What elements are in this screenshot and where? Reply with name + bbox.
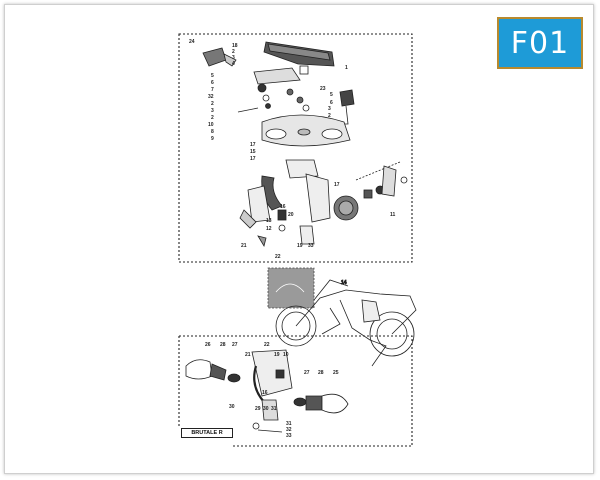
headlight-bracket	[239, 159, 331, 248]
callout-33b: 33	[286, 433, 292, 439]
callout-16b: 16	[262, 390, 268, 396]
page-frame	[4, 4, 594, 474]
callout-21: 21	[241, 243, 247, 249]
callout-8: 8	[211, 129, 214, 135]
motorcycle-overview: 14	[267, 267, 417, 367]
model-label: BRUTALE R	[181, 428, 233, 438]
callout-27: 27	[232, 342, 238, 348]
callout-11: 11	[390, 212, 396, 218]
callout-7: 7	[211, 87, 214, 93]
bottom-group-box	[178, 335, 413, 447]
callout-3: 3	[232, 55, 235, 61]
callout-30b: 30	[263, 406, 269, 412]
callout-21b: 21	[245, 352, 251, 358]
callout-2c: 2	[211, 115, 214, 121]
callout-3b: 3	[211, 108, 214, 114]
callout-24: 24	[189, 39, 195, 45]
callout-1: 1	[345, 65, 348, 71]
lamp-part	[202, 47, 237, 67]
top-group-callouts: 24 18 2 3 4 1 5 6 7 32 2 3 2 10 8 9 23 5…	[189, 39, 396, 260]
callout-31: 31	[271, 406, 277, 412]
callout-26: 26	[205, 342, 211, 348]
top-group-box	[178, 33, 413, 263]
upper-triple-clamp	[261, 114, 351, 147]
callout-5b: 5	[330, 92, 333, 98]
upper-bracket	[237, 67, 355, 125]
callout-16: 16	[280, 204, 286, 210]
callout-32b: 32	[286, 427, 292, 433]
bottom-group-callouts: 26 28 27 22 21 19 10 27 28 25 30 29 30 3…	[205, 342, 339, 439]
callout-18: 18	[232, 43, 238, 49]
callout-3c: 3	[328, 106, 331, 112]
callout-20: 20	[288, 212, 294, 218]
callout-25: 25	[333, 370, 339, 376]
callout-29: 29	[255, 406, 261, 412]
callout-17c: 17	[334, 182, 340, 188]
callout-28: 28	[220, 342, 226, 348]
callout-22b: 22	[264, 342, 270, 348]
callout-10: 10	[208, 122, 214, 128]
callout-12: 12	[266, 226, 272, 232]
callout-33: 33	[308, 243, 314, 249]
callout-19: 19	[297, 243, 303, 249]
callout-17: 17	[250, 142, 256, 148]
callout-22: 22	[275, 254, 281, 260]
callout-13: 13	[266, 218, 272, 224]
callout-17b: 17	[250, 156, 256, 162]
callout-31b: 31	[286, 421, 292, 427]
callout-15: 15	[250, 149, 256, 155]
turn-signal-parts	[185, 349, 349, 433]
callout-32: 32	[208, 94, 214, 100]
callout-2: 2	[232, 49, 235, 55]
callout-27b: 27	[304, 370, 310, 376]
callout-19b: 19	[274, 352, 280, 358]
callout-6b: 6	[330, 100, 333, 106]
highlight-inset	[267, 267, 315, 309]
callout-6: 6	[211, 80, 214, 86]
instrument-panel	[263, 41, 335, 75]
callout-10b: 10	[283, 352, 289, 358]
section-badge: F01	[497, 17, 583, 69]
callout-23: 23	[320, 86, 326, 92]
callout-5: 5	[211, 73, 214, 79]
right-signal-assembly	[333, 161, 408, 221]
callout-28b: 28	[318, 370, 324, 376]
callout-2d: 2	[328, 113, 331, 119]
callout-9: 9	[211, 136, 214, 142]
callout-2b: 2	[211, 101, 214, 107]
callout-14: 14	[341, 280, 347, 286]
callout-30: 30	[229, 404, 235, 410]
callout-4: 4	[232, 61, 235, 67]
